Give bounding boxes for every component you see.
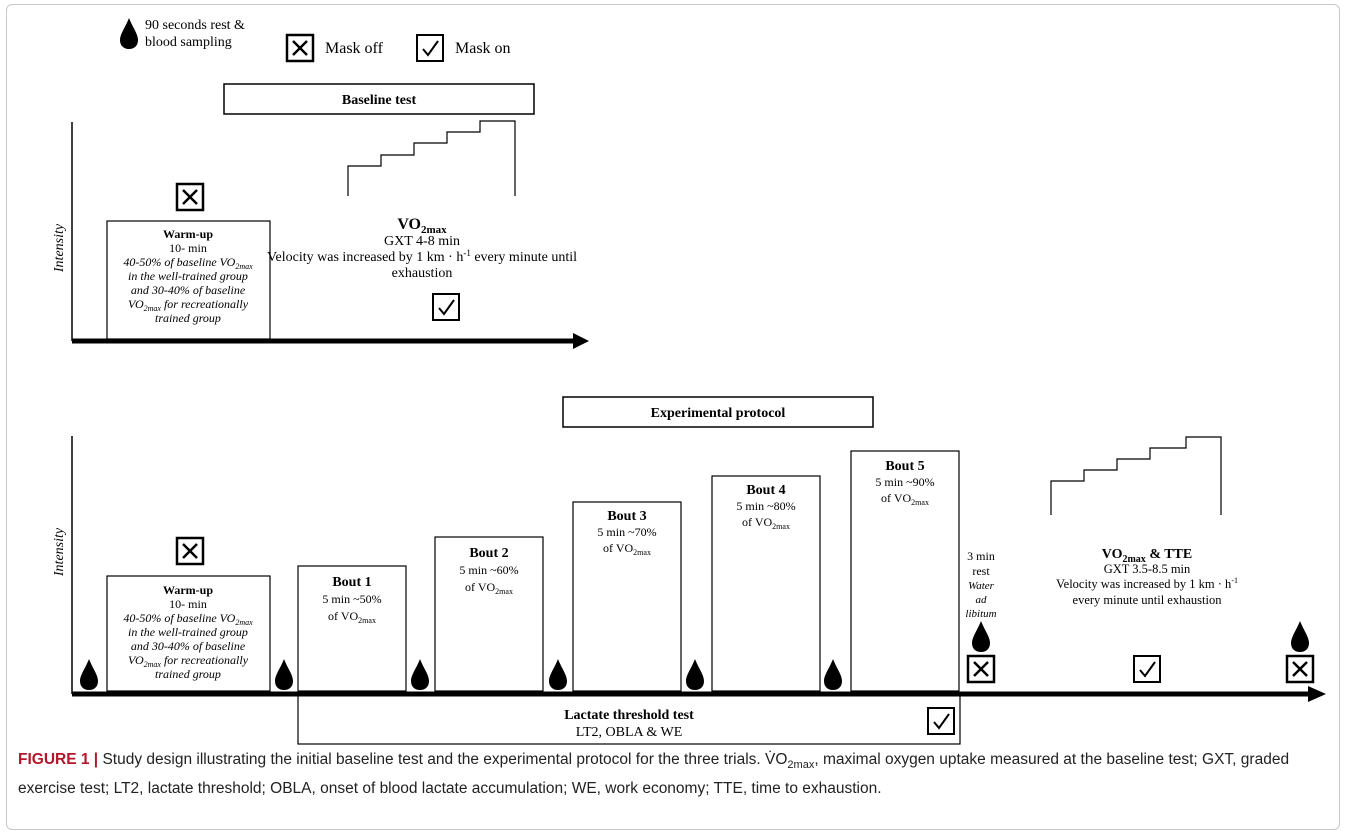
bout-title: Bout 4 <box>746 483 785 498</box>
bout-1: Bout 1 5 min ~50% of VO2max <box>297 565 407 692</box>
mask-off-icon <box>1285 654 1315 684</box>
bout-3: Bout 3 5 min ~70% of VO2max <box>572 501 682 692</box>
legend: 90 seconds rest & blood sampling Mask of… <box>120 18 511 63</box>
experimental-title-box <box>562 396 874 428</box>
caption-text-2: , maximal oxygen uptake measured at the … <box>18 751 1290 798</box>
rest-libitum: libitum <box>965 608 996 620</box>
blood-drop-icon <box>1291 621 1309 652</box>
vo2max-title: VO2max <box>397 216 447 236</box>
mask-off-icon <box>175 536 205 566</box>
vo2max-velocity: Velocity was increased by 1 km · h-1 eve… <box>267 248 577 265</box>
warmup-line-2: in the well-trained group <box>128 269 248 283</box>
bout-of-vo2max: of VO2max <box>881 491 929 507</box>
blood-drop-icon <box>686 659 704 690</box>
mask-on-icon <box>927 707 955 735</box>
warmup-line-5: trained group <box>155 311 221 325</box>
bout-intensity: 5 min ~50% <box>322 592 381 606</box>
experimental-protocol-panel: Experimental protocol Intensity Lactate … <box>52 396 1326 745</box>
bout-intensity: 5 min ~70% <box>597 525 656 539</box>
final-exhaustion: every minute until exhaustion <box>1073 593 1223 607</box>
warmup-line-4: VO2max for recreationally <box>128 297 249 313</box>
blood-drop-icon <box>275 659 293 690</box>
legend-mask-on: Mask on <box>455 40 511 57</box>
bout-of-vo2max: of VO2max <box>328 609 376 625</box>
baseline-test-panel: Baseline test Intensity Warm-up 10- min … <box>52 83 589 349</box>
bout-intensity: 5 min ~60% <box>459 563 518 577</box>
baseline-title: Baseline test <box>342 93 417 108</box>
blood-drop-icon <box>411 659 429 690</box>
rest-water: Water <box>968 580 995 592</box>
bout-title: Bout 3 <box>607 509 646 524</box>
warmup-title: Warm-up <box>163 227 213 241</box>
figure-label: FIGURE 1 | <box>18 751 99 768</box>
bout-title: Bout 1 <box>332 575 371 590</box>
figure-caption: FIGURE 1 | Study design illustrating the… <box>18 748 1330 801</box>
lactate-subtitle: LT2, OBLA & WE <box>576 725 683 740</box>
final-gxt-staircase <box>1050 436 1222 515</box>
legend-drop-label: 90 seconds rest & <box>145 18 245 33</box>
baseline-y-label: Intensity <box>52 223 67 273</box>
study-design-diagram: 90 seconds rest & blood sampling Mask of… <box>52 18 1326 745</box>
warmup-line-1: 40-50% of baseline VO2max <box>123 611 253 627</box>
bout-title: Bout 5 <box>885 459 924 474</box>
warmup-line-3: and 30-40% of baseline <box>131 283 246 297</box>
warmup-line-3: and 30-40% of baseline <box>131 639 246 653</box>
mask-off-icon <box>175 182 205 212</box>
bout-intensity: 5 min ~80% <box>736 499 795 513</box>
rest-duration: 3 min <box>967 549 995 563</box>
legend-mask-off: Mask off <box>325 40 384 57</box>
caption-vo2: V̇O <box>765 751 788 768</box>
caption-vo2-sub: 2max <box>787 759 815 772</box>
caption-text-1: Study design illustrating the initial ba… <box>98 751 766 768</box>
bout-2: Bout 2 5 min ~60% of VO2max <box>434 536 544 692</box>
rest-word: rest <box>972 564 990 578</box>
mask-off-icon <box>285 33 315 63</box>
blood-drop-icon <box>972 621 990 652</box>
warmup-line-4: VO2max for recreationally <box>128 653 249 669</box>
mask-on-icon <box>416 34 444 62</box>
mask-on-icon <box>432 293 460 321</box>
blood-drop-icon <box>120 18 138 49</box>
rest-label: 3 min rest Water ad libitum <box>965 549 996 620</box>
final-gxt: GXT 3.5-8.5 min <box>1104 562 1191 576</box>
experimental-title: Experimental protocol <box>651 406 786 421</box>
bout-of-vo2max: of VO2max <box>742 515 790 531</box>
legend-drop-label-2: blood sampling <box>145 35 232 50</box>
warmup-line-5: trained group <box>155 667 221 681</box>
experimental-arrowhead <box>1308 686 1326 702</box>
baseline-gxt-staircase <box>347 120 516 196</box>
baseline-arrowhead <box>573 333 589 349</box>
warmup-line-1: 40-50% of baseline VO2max <box>123 255 253 271</box>
bout-of-vo2max: of VO2max <box>603 541 651 557</box>
warmup-duration: 10- min <box>169 241 207 255</box>
exp-warmup-box <box>106 575 271 692</box>
bout-5: Bout 5 5 min ~90% of VO2max <box>850 450 960 692</box>
warmup-title: Warm-up <box>163 583 213 597</box>
lactate-threshold-box <box>297 693 961 745</box>
bout-of-vo2max: of VO2max <box>465 580 513 596</box>
vo2max-exhaustion: exhaustion <box>392 266 453 281</box>
mask-on-icon <box>1133 655 1161 683</box>
bout-4: Bout 4 5 min ~80% of VO2max <box>711 475 821 692</box>
lactate-title: Lactate threshold test <box>564 708 694 723</box>
baseline-warmup-box <box>106 220 271 340</box>
mask-off-icon <box>966 654 996 684</box>
bout-title: Bout 2 <box>469 546 508 561</box>
blood-drop-icon <box>549 659 567 690</box>
final-title: VO2max & TTE <box>1102 547 1193 565</box>
vo2max-gxt: GXT 4-8 min <box>384 234 460 249</box>
blood-drop-icon <box>80 659 98 690</box>
final-velocity: Velocity was increased by 1 km · h-1 <box>1056 576 1238 591</box>
experimental-y-label: Intensity <box>52 527 67 577</box>
blood-drop-icon <box>824 659 842 690</box>
bout-intensity: 5 min ~90% <box>875 475 934 489</box>
warmup-line-2: in the well-trained group <box>128 625 248 639</box>
warmup-duration: 10- min <box>169 597 207 611</box>
rest-ad: ad <box>976 594 988 606</box>
baseline-title-box <box>223 83 535 115</box>
